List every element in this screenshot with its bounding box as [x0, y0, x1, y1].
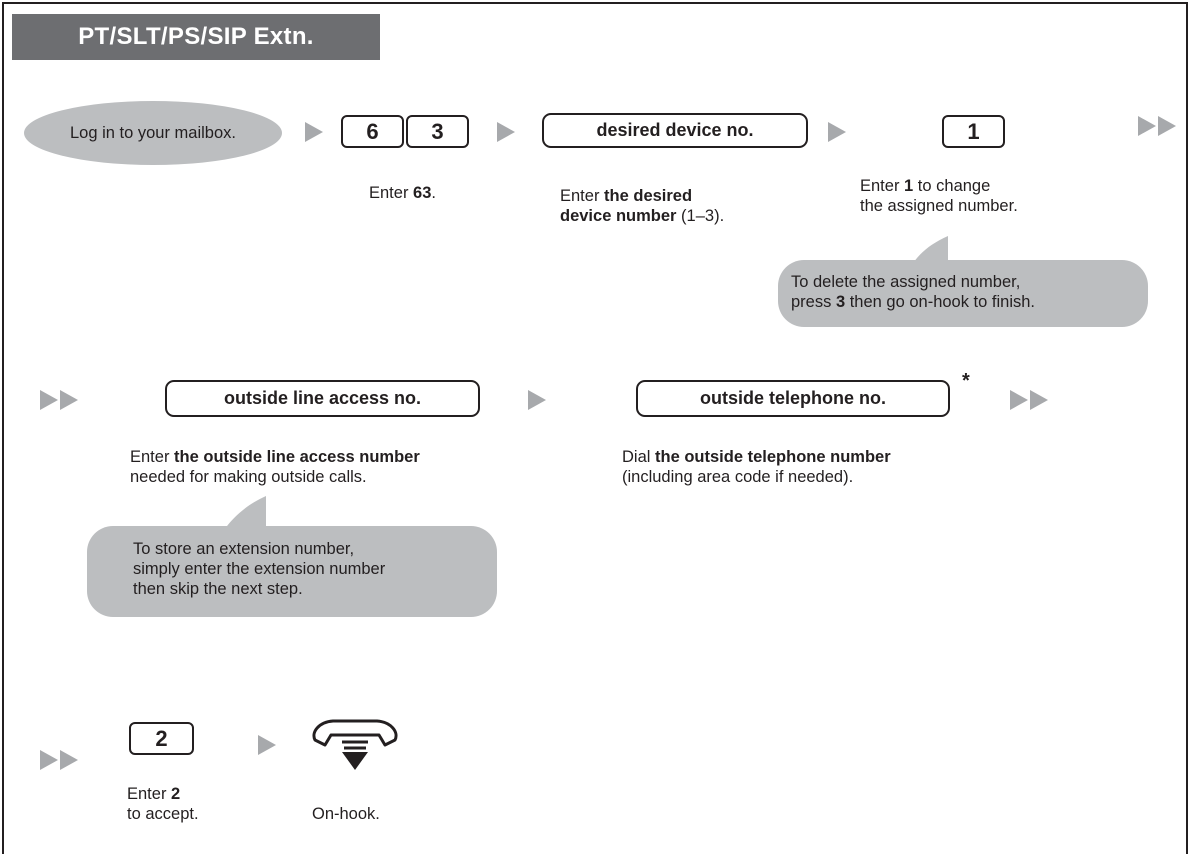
delete-note-bubble: To delete the assigned number, press 3 t…	[778, 260, 1148, 327]
key-3: 3	[406, 115, 469, 148]
device-number-text: Enter the desired device number (1–3).	[560, 187, 725, 225]
outside-telephone-field: outside telephone no.	[636, 380, 950, 417]
key-2: 2	[129, 722, 194, 755]
key-2-text: Enter 2 to accept.	[127, 785, 199, 823]
asterisk-mark: *	[962, 370, 970, 392]
on-hook-icon	[309, 718, 401, 772]
key-6: 6	[341, 115, 404, 148]
arrow-icon	[305, 122, 323, 142]
store-extension-bubble: To store an extension number, simply ent…	[87, 526, 497, 617]
enter-63-text: Enter 63.	[369, 184, 436, 202]
access-number-text: Enter the outside line access number nee…	[130, 448, 420, 486]
callout-tail	[212, 496, 268, 530]
arrow-icon	[497, 122, 515, 142]
key-1: 1	[942, 115, 1005, 148]
login-ellipse: Log in to your mailbox.	[24, 101, 282, 165]
arrow-icon	[528, 390, 546, 410]
header-title: PT/SLT/PS/SIP Extn.	[12, 14, 380, 60]
arrow-icon	[258, 735, 276, 755]
double-arrow-icon	[1138, 116, 1178, 136]
login-text: Log in to your mailbox.	[69, 123, 236, 142]
double-arrow-icon	[40, 750, 80, 770]
outside-line-access-field: outside line access no.	[165, 380, 480, 417]
double-arrow-icon	[1010, 390, 1050, 410]
double-arrow-icon	[40, 390, 80, 410]
desired-device-field: desired device no.	[542, 113, 808, 148]
arrow-icon	[828, 122, 846, 142]
on-hook-text: On-hook.	[312, 805, 380, 823]
telephone-number-text: Dial the outside telephone number (inclu…	[622, 448, 891, 486]
key-1-text: Enter 1 to change the assigned number.	[860, 177, 1018, 215]
